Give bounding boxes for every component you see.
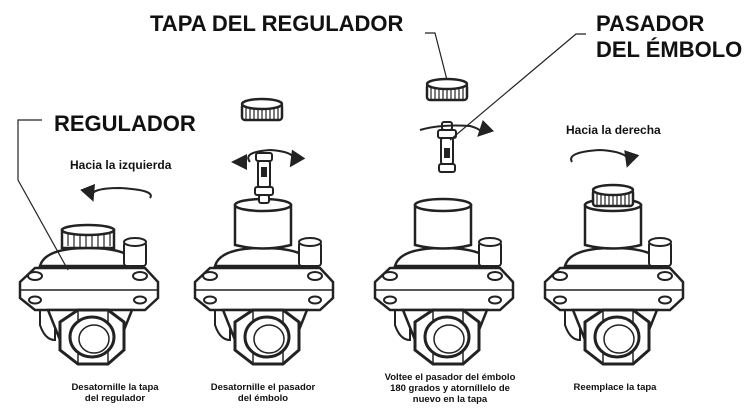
step3-rotation-arrow-icon — [419, 119, 495, 137]
step2-caption-line2: del émbolo — [237, 393, 289, 404]
step4-caption-line1: Reemplace la tapa — [573, 382, 657, 393]
step2-regulator-illustration — [193, 197, 335, 366]
regulador-leader — [17, 119, 69, 271]
step4-cap-icon — [591, 183, 635, 208]
step1-caption-line1: Desatornille la tapa — [71, 382, 159, 393]
step2-rotation-arrow-icon — [247, 148, 306, 168]
step2-caption: Desatornille el pasador del émbolo — [188, 382, 338, 404]
step3-caption-line1: Voltee el pasador del émbolo — [384, 372, 516, 383]
step1-regulator-illustration — [18, 223, 160, 366]
step3-caption: Voltee el pasador del émbolo 180 grados … — [360, 372, 540, 405]
clockwise-arrow-icon — [570, 148, 640, 168]
step4-regulator-illustration — [543, 197, 685, 366]
label-hacia-derecha: Hacia la derecha — [566, 123, 661, 137]
tapa-regulador-leader — [425, 32, 448, 81]
step4-caption: Reemplace la tapa — [545, 382, 685, 393]
label-pasador-line1: PASADOR — [596, 11, 705, 36]
counterclockwise-arrow-icon — [80, 183, 152, 202]
label-regulador: REGULADOR — [54, 111, 196, 136]
step3-caption-line2: 180 grados y atorníllelo de — [390, 383, 510, 394]
step1-caption-line2: del regulador — [84, 393, 146, 404]
step2-caption-line1: Desatornille el pasador — [210, 382, 316, 393]
label-tapa-regulador: TAPA DEL REGULADOR — [150, 11, 404, 36]
label-pasador-line2: DEL ÉMBOLO — [596, 37, 743, 62]
step2-cap-icon — [240, 97, 284, 122]
step3-cap-icon — [425, 77, 469, 102]
label-hacia-izquierda: Hacia la izquierda — [70, 158, 172, 172]
step3-caption-line3: nuevo en la tapa — [412, 394, 488, 405]
step2-plunger-pin-icon — [254, 152, 274, 204]
step3-regulator-illustration — [373, 197, 515, 366]
step3-plunger-pin-icon — [437, 121, 457, 173]
pasador-leader — [449, 33, 586, 141]
step1-caption: Desatornille la tapa del regulador — [40, 382, 190, 404]
